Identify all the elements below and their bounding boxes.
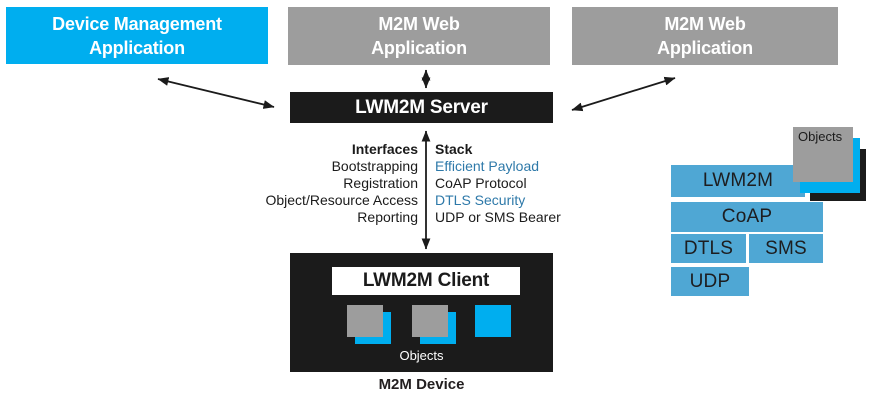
protocol-layer-coap: CoAP	[671, 202, 823, 232]
interface-item: Bootstrapping	[331, 158, 418, 174]
m2m-device-box: LWM2M Client Objects	[290, 253, 553, 372]
stack-title: Stack	[435, 141, 473, 157]
interfaces-title: Interfaces	[351, 141, 418, 157]
interface-item: Object/Resource Access	[265, 192, 418, 208]
stack-column: Stack Efficient Payload CoAP Protocol DT…	[435, 141, 615, 226]
object-square	[475, 305, 511, 337]
stack-item: DTLS Security	[435, 192, 526, 208]
m2m-web-application-box-2: M2M Web Application	[572, 7, 838, 65]
m2m-web-application-label-2: M2M Web Application	[657, 14, 753, 58]
lwm2m-server-box: LWM2M Server	[290, 92, 553, 123]
stack-item: UDP or SMS Bearer	[435, 209, 561, 225]
arrow-devicemgmt-server	[157, 77, 275, 109]
interface-item: Registration	[343, 175, 418, 191]
protocol-layer-udp: UDP	[671, 267, 749, 296]
device-management-application-label: Device Management Application	[52, 13, 222, 58]
stack-item: CoAP Protocol	[435, 175, 527, 191]
interfaces-column: Interfaces Bootstrapping Registration Ob…	[198, 141, 418, 226]
m2m-web-application-label-1: M2M Web Application	[371, 14, 467, 58]
protocol-layer-lwm2m: LWM2M	[671, 165, 805, 197]
lwm2m-server-label: LWM2M Server	[355, 96, 488, 118]
protocol-layer-sms: SMS	[749, 234, 823, 263]
stack-item: Efficient Payload	[435, 158, 540, 174]
m2m-web-application-box-1: M2M Web Application	[288, 7, 550, 65]
m2m-device-caption: M2M Device	[378, 376, 465, 393]
objects-stack-label-square: Objects	[793, 127, 853, 182]
lwm2m-client-label: LWM2M Client	[332, 267, 520, 295]
client-objects-label: Objects	[399, 348, 444, 363]
arrow-webapp2-server	[571, 76, 676, 112]
device-management-application-box: Device Management Application	[6, 7, 268, 64]
protocol-layer-dtls: DTLS	[671, 234, 746, 263]
object-square	[412, 305, 448, 337]
object-square	[347, 305, 383, 337]
interface-item: Reporting	[357, 209, 418, 225]
